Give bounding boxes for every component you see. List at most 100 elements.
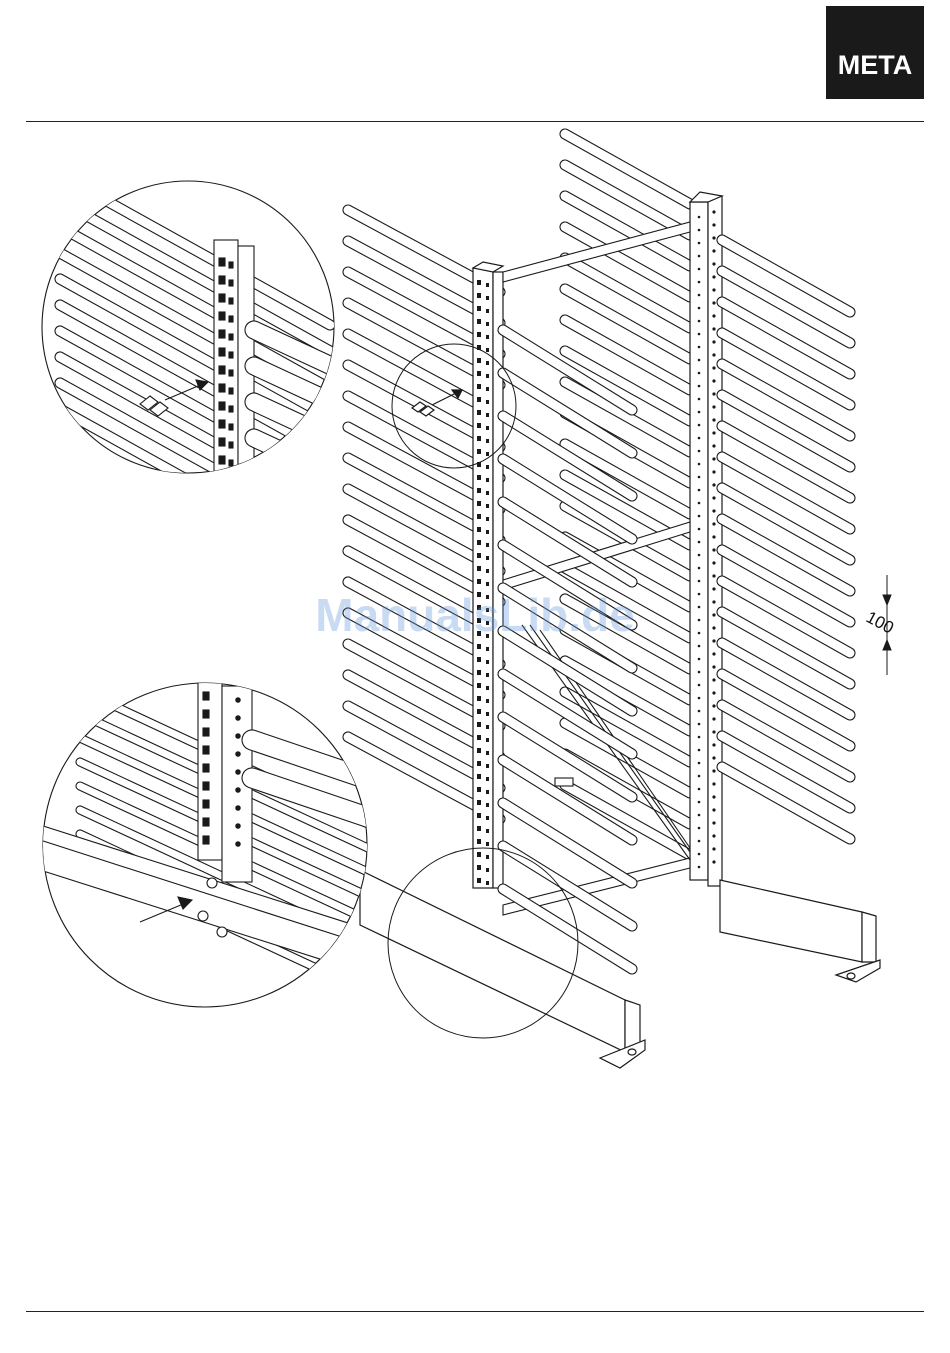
upright-hole [477,540,481,545]
upright-hole [698,229,701,232]
detail-hole [203,692,209,700]
arm-front [498,669,637,759]
upright-hole [698,320,701,323]
upright-hole [477,605,481,610]
upright-hole [698,476,701,479]
upright-hole [477,852,481,857]
upright-hole [712,418,715,421]
detail-hole [229,334,233,340]
upright-hole [486,452,489,456]
detail-hole [203,764,209,772]
upright-hole [712,496,715,499]
detail-hole [203,818,209,826]
upright-hole [712,288,715,291]
detail-hole [203,728,209,736]
left-upright [473,262,503,888]
bolt [217,927,227,937]
upright-hole [698,567,701,570]
upright-hole [698,554,701,557]
dimension-label: 100 [863,607,897,637]
upright-hole [477,332,481,337]
upright-hole [477,306,481,311]
upright-hole [712,509,715,512]
upright-hole [712,210,715,213]
upright-hole [698,775,701,778]
upright-hole [486,868,489,872]
upright-hole [477,722,481,727]
upright-hole [712,561,715,564]
upright-hole [477,761,481,766]
upright-hole [698,671,701,674]
upright-hole [698,359,701,362]
detail-hole [219,420,225,428]
upright-hole [712,457,715,460]
upright-hole [477,683,481,688]
upright-hole [712,704,715,707]
upright-hole [477,293,481,298]
upright-hole [486,764,489,768]
upright-hole [477,800,481,805]
upright-hole [698,411,701,414]
upright-hole [698,723,701,726]
upright-hole [486,413,489,417]
upright-hole [712,626,715,629]
upright-hole [486,621,489,625]
detail-hole [219,330,225,338]
upright-hole [712,483,715,486]
upright-hole [712,717,715,720]
detail-hole [229,460,233,466]
upright-hole [698,437,701,440]
upright-hole [712,808,715,811]
bolt [207,878,217,888]
upright-hole [477,384,481,389]
upright-hole [712,574,715,577]
detail-hole [236,752,240,756]
upright-hole [477,553,481,558]
upright-hole [712,327,715,330]
upright-hole [712,314,715,317]
upright-hole [712,782,715,785]
upright-hole [486,504,489,508]
upright-hole [486,348,489,352]
upright-hole [698,398,701,401]
upright-hole [486,725,489,729]
upright-hole [486,296,489,300]
upright-hole [477,839,481,844]
upright-hole [712,379,715,382]
detail-hole [203,746,209,754]
upright-hole [698,424,701,427]
upright-hole [698,684,701,687]
upright-hole [698,255,701,258]
bolt [198,911,208,921]
upright-hole [712,223,715,226]
upright-hole [698,294,701,297]
upright-hole [712,522,715,525]
upright-hole [486,816,489,820]
right-upright [690,192,722,886]
detail-hole [236,698,240,702]
detail-hole [219,456,225,464]
upright-hole [712,795,715,798]
upright-hole [698,372,701,375]
detail-hole [229,370,233,376]
upright-hole [486,491,489,495]
upright-hole [712,847,715,850]
upright-hole [486,569,489,573]
upright-hole [477,514,481,519]
upright-hole [486,777,489,781]
arm-front [498,626,637,716]
upright-hole [486,530,489,534]
detail-hole [203,710,209,718]
upright-hole [486,374,489,378]
upright-hole [477,696,481,701]
upright-hole [712,756,715,759]
upright-hole [698,216,701,219]
upright-hole [486,751,489,755]
detail-hole [229,262,233,268]
arm-front [498,755,637,845]
upright-hole [698,580,701,583]
upright-hole [486,712,489,716]
upright-hole [477,410,481,415]
upright-hole [486,582,489,586]
